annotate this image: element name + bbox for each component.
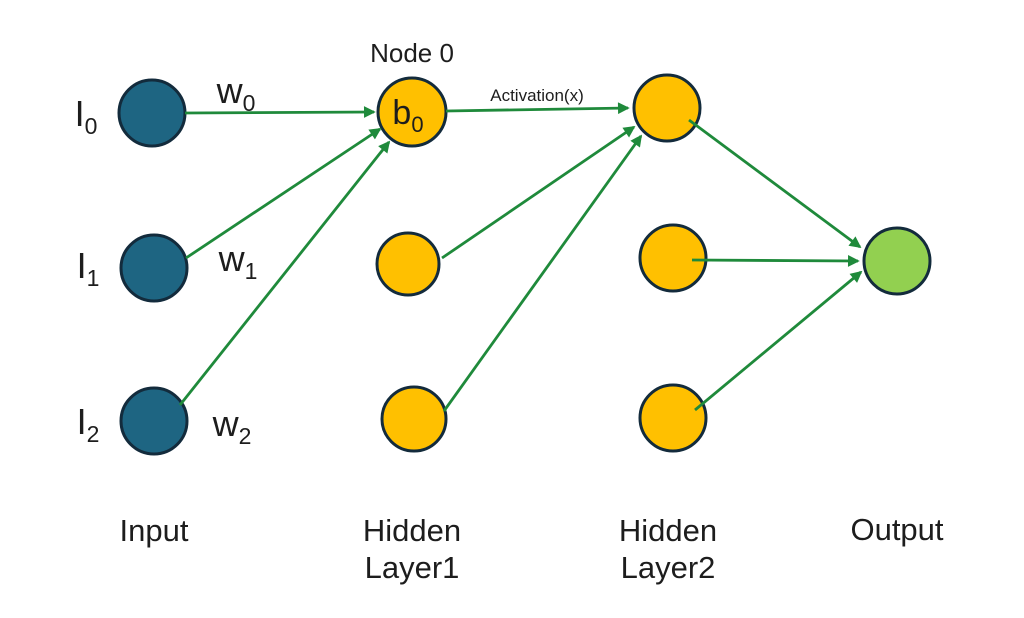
layer-caption-hidden1-line2: Layer1: [365, 550, 460, 585]
edge-b0-to-hidden2-node0: [445, 102, 630, 115]
edge-i2-to-b0: [178, 140, 391, 406]
weight-label-w2-sub: 2: [239, 423, 252, 449]
hidden2-node-0: [632, 73, 702, 143]
input-label-i2-main: I: [77, 401, 87, 442]
edge-hidden1-node1-to-hidden2-node0: [441, 125, 636, 260]
edge-layer: [178, 102, 863, 412]
hidden1-node-0: [376, 76, 448, 148]
input-node-1: [119, 233, 189, 303]
input-label-i0: I0: [75, 93, 98, 139]
hidden1-node-1: [375, 231, 441, 297]
weight-label-w0-main: w: [216, 70, 244, 111]
label-layer: Node 0 Activation(x) I0 I1 I2 w0 w1 w2 b…: [75, 38, 944, 585]
input-label-i2-sub: 2: [87, 421, 100, 447]
edge-hidden2-node0-to-output: [688, 118, 862, 249]
edge-hidden2-node1-to-output: [691, 255, 860, 267]
bias-label-b0: b0: [392, 94, 423, 137]
edge-i0-to-b0: [184, 106, 376, 118]
node-layer: [117, 73, 932, 456]
edge-i1-to-b0: [185, 127, 382, 260]
layer-caption-hidden2-line2: Layer2: [621, 550, 716, 585]
layer-caption-input: Input: [120, 513, 189, 548]
weight-label-w0-sub: 0: [243, 90, 256, 116]
input-label-i2: I2: [77, 401, 100, 447]
weight-label-w1-main: w: [218, 238, 246, 279]
edge-hidden2-node2-to-output: [694, 270, 863, 412]
weight-label-w1-sub: 1: [245, 258, 258, 284]
weight-label-w2-main: w: [212, 403, 240, 444]
output-node: [862, 226, 932, 296]
weight-label-w0: w0: [216, 70, 256, 116]
input-node-2: [119, 386, 189, 456]
hidden1-node-2: [380, 385, 448, 453]
input-label-i1: I1: [77, 245, 100, 291]
input-label-i0-main: I: [75, 93, 85, 134]
input-label-i0-sub: 0: [85, 113, 98, 139]
bias-label-b0-sub: 0: [411, 112, 423, 137]
node0-annotation: Node 0: [370, 38, 454, 68]
input-node-0: [117, 78, 187, 148]
bias-label-b0-main: b: [392, 94, 411, 132]
weight-label-w2: w2: [212, 403, 252, 449]
hidden2-node-1: [638, 223, 708, 293]
hidden2-node-2: [638, 383, 708, 453]
layer-caption-hidden1-line1: Hidden: [363, 513, 461, 548]
layer-caption-hidden2-line1: Hidden: [619, 513, 717, 548]
activation-label: Activation(x): [490, 86, 584, 105]
input-label-i1-main: I: [77, 245, 87, 286]
edge-hidden1-node2-to-hidden2-node0: [442, 134, 643, 412]
input-label-i1-sub: 1: [87, 265, 100, 291]
weight-label-w1: w1: [218, 238, 258, 284]
layer-caption-output: Output: [850, 512, 943, 547]
